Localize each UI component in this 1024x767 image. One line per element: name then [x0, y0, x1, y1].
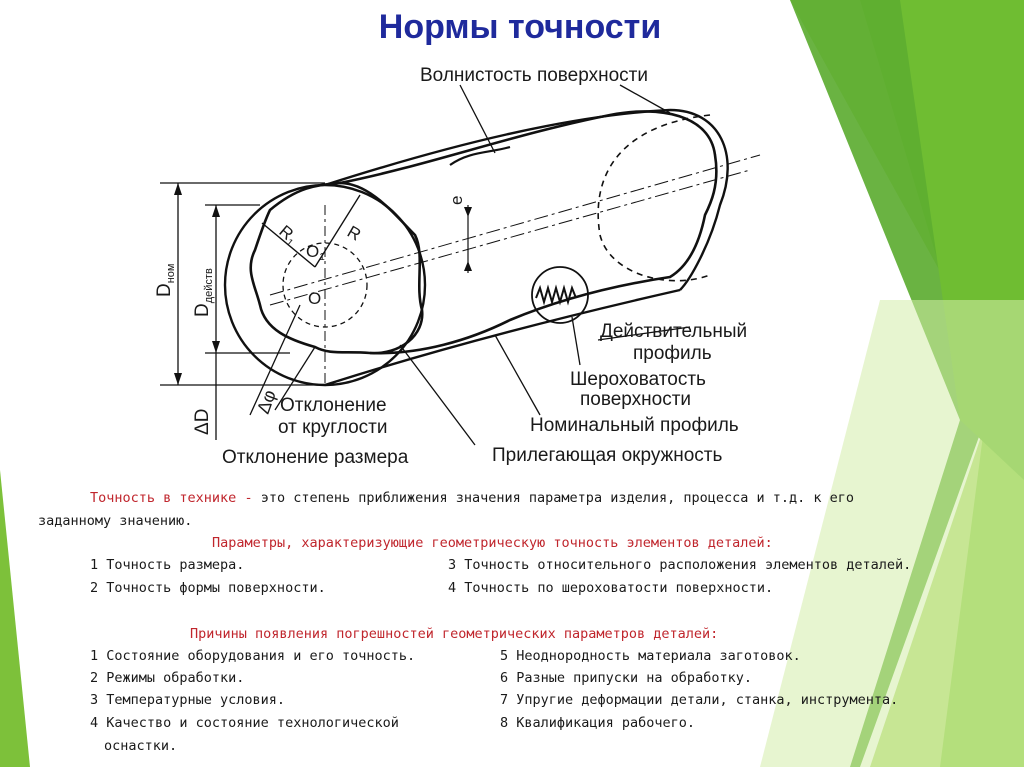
param-item: 3 Точность относительного расположения э… — [448, 557, 912, 573]
roughness-zigzag — [535, 284, 577, 306]
cause-item: 6 Разные припуски на обработку. — [500, 670, 752, 686]
label-surface-waviness: Волнистость поверхности — [420, 65, 648, 86]
definition-term: Точность в технике — [90, 490, 237, 506]
waviness-bump — [449, 145, 511, 166]
label-r: R — [344, 222, 364, 245]
label-roughness-1: Шероховатость — [570, 369, 706, 390]
cause-item: 1 Состояние оборудования и его точность. — [90, 648, 416, 664]
param-item: 2 Точность формы поверхности. — [90, 580, 326, 596]
label-d-nominal: Dном — [154, 264, 177, 298]
cause-item: 7 Упругие деформации детали, станка, инс… — [500, 692, 899, 708]
label-nominal-profile: Номинальный профиль — [530, 415, 739, 436]
definition-text: это степень приближения значения парамет… — [260, 490, 855, 506]
roughness-callout-circle — [531, 266, 589, 324]
label-roughness-2: поверхности — [580, 389, 691, 410]
label-roundness-deviation-1: Отклонение — [280, 395, 387, 416]
label-o: O — [308, 289, 321, 308]
actual-profile-body — [339, 110, 718, 355]
param-item: 1 Точность размера. — [90, 557, 245, 573]
label-roundness-deviation-2: от круглости — [278, 417, 388, 438]
cause-item: 5 Неоднородность материала заготовок. — [500, 648, 801, 664]
cause-item-continuation: оснастки. — [104, 738, 178, 754]
label-actual-profile-1: Действительный — [600, 321, 747, 342]
label-r1: R1 — [274, 222, 302, 250]
cause-item: 2 Режимы обработки. — [90, 670, 245, 686]
label-d-actual: Dдейств — [192, 268, 215, 317]
label-delta-d: ΔD — [192, 409, 213, 435]
definition-continuation: заданному значению. — [38, 513, 193, 529]
page-title: Нормы точности — [378, 8, 662, 46]
rear-dashed-profile — [597, 114, 711, 282]
cylinder-end — [669, 108, 729, 291]
label-e: e — [447, 196, 466, 205]
actual-profile-front — [249, 181, 424, 355]
cause-item: 8 Квалификация рабочего. — [500, 715, 696, 731]
param-item: 4 Точность по шероховатости поверхности. — [448, 580, 774, 596]
cause-item: 4 Качество и состояние технологической — [90, 715, 399, 731]
label-delta-phi: Δφ — [253, 387, 280, 416]
definition-line: Точность в технике - это степень приближ… — [90, 490, 854, 506]
precision-diagram: Волнистость поверхности Действительный п… — [154, 65, 761, 468]
label-size-deviation: Отклонение размера — [222, 447, 409, 468]
cylinder-bottom-edge — [324, 288, 681, 387]
definition-dash: - — [236, 490, 261, 506]
label-o1: O1 — [306, 242, 325, 263]
causes-heading: Причины появления погрешностей геометрич… — [190, 626, 719, 642]
label-actual-profile-2: профиль — [633, 343, 712, 364]
label-adjacent-circle: Прилегающая окружность — [492, 445, 723, 466]
params-heading: Параметры, характеризующие геометрическу… — [212, 535, 773, 551]
cause-item: 3 Температурные условия. — [90, 692, 286, 708]
